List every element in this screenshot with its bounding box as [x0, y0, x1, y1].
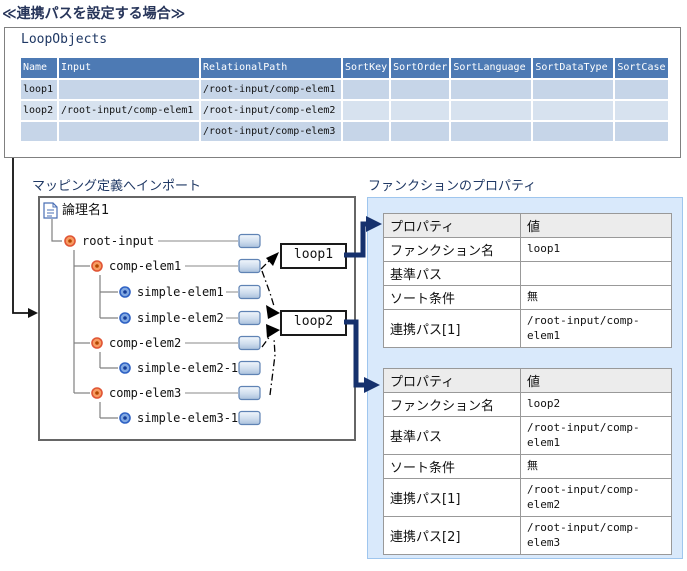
property-value-cell: /root-input/comp-elem2 [520, 478, 672, 517]
table-cell [391, 80, 450, 99]
table-cell [615, 101, 668, 120]
property-key-cell: ファンクション名 [383, 237, 521, 262]
table-row: loop1 /root-input/comp-elem1 [21, 80, 668, 99]
loopobjects-header-row: Name Input RelationalPath SortKey SortOr… [21, 58, 668, 78]
table-cell [533, 122, 614, 141]
property-key-cell: 連携パス[1] [383, 309, 521, 348]
column-header-input: Input [59, 58, 199, 78]
value-header-cell: 値 [520, 368, 672, 393]
table-cell: loop2 [21, 101, 57, 120]
table-cell [59, 122, 199, 141]
column-header-relationalpath: RelationalPath [201, 58, 341, 78]
table-cell [615, 80, 668, 99]
function-properties-label: ファンクションのプロパティ [368, 179, 537, 194]
property-header-cell: プロパティ [383, 213, 521, 238]
property-row: 連携パス[2] /root-input/comp-elem3 [383, 516, 672, 555]
table-row: loop2 /root-input/comp-elem1 /root-input… [21, 101, 668, 120]
property-key-cell: 連携パス[2] [383, 516, 521, 555]
loopobjects-table: Name Input RelationalPath SortKey SortOr… [19, 56, 670, 143]
table-cell [343, 80, 390, 99]
loopobjects-label: LoopObjects [21, 32, 108, 47]
table-cell [615, 122, 668, 141]
property-key-cell: ソート条件 [383, 454, 521, 479]
property-table-loop2: プロパティ 値 ファンクション名 loop2 基準パス /root-input/… [383, 368, 672, 555]
loop1-box: loop1 [280, 243, 347, 269]
column-header-sortkey: SortKey [343, 58, 390, 78]
property-value-cell: loop2 [520, 392, 672, 417]
property-value-cell: loop1 [520, 237, 672, 262]
table-cell [391, 122, 450, 141]
table-cell: /root-input/comp-elem2 [201, 101, 341, 120]
table-cell: /root-input/comp-elem3 [201, 122, 341, 141]
property-key-cell: ファンクション名 [383, 392, 521, 417]
property-key-cell: 基準パス [383, 416, 521, 455]
column-header-sortorder: SortOrder [391, 58, 450, 78]
property-value-cell: /root-input/comp-elem1 [520, 309, 672, 348]
table-cell: /root-input/comp-elem1 [59, 101, 199, 120]
table-cell: /root-input/comp-elem1 [201, 80, 341, 99]
property-row: 連携パス[1] /root-input/comp-elem2 [383, 478, 672, 517]
properties-panel: プロパティ 値 ファンクション名 loop1 基準パス ソート条件 無 連携パス… [367, 197, 683, 559]
property-row: 連携パス[1] /root-input/comp-elem1 [383, 309, 672, 348]
column-header-sortdatatype: SortDataType [533, 58, 614, 78]
property-value-cell: 無 [520, 454, 672, 479]
property-row: ソート条件 無 [383, 454, 672, 479]
property-value-cell: /root-input/comp-elem1 [520, 416, 672, 455]
property-key-cell: ソート条件 [383, 285, 521, 310]
table-cell [21, 122, 57, 141]
table-cell [533, 101, 614, 120]
table-row: /root-input/comp-elem3 [21, 122, 668, 141]
loop2-box: loop2 [280, 310, 347, 336]
property-row: 基準パス [383, 261, 672, 286]
property-row: 基準パス /root-input/comp-elem1 [383, 416, 672, 455]
value-header-cell: 値 [520, 213, 672, 238]
loopobjects-box: LoopObjects Name Input RelationalPath So… [4, 27, 681, 158]
property-row: ファンクション名 loop1 [383, 237, 672, 262]
column-header-name: Name [21, 58, 57, 78]
column-header-sortlanguage: SortLanguage [451, 58, 532, 78]
property-header-row: プロパティ 値 [383, 213, 672, 238]
property-row: ソート条件 無 [383, 285, 672, 310]
table-cell [59, 80, 199, 99]
property-value-cell: 無 [520, 285, 672, 310]
table-cell [451, 101, 532, 120]
diagram-title: ≪連携パスを設定する場合≫ [2, 6, 186, 22]
property-table-loop1: プロパティ 値 ファンクション名 loop1 基準パス ソート条件 無 連携パス… [383, 213, 672, 348]
table-cell [343, 122, 390, 141]
property-header-row: プロパティ 値 [383, 368, 672, 393]
property-value-cell [520, 261, 672, 286]
property-key-cell: 連携パス[1] [383, 478, 521, 517]
column-header-sortcase: SortCase [615, 58, 668, 78]
table-cell [451, 80, 532, 99]
table-cell [533, 80, 614, 99]
table-cell: loop1 [21, 80, 57, 99]
table-cell [343, 101, 390, 120]
table-cell [451, 122, 532, 141]
property-header-cell: プロパティ [383, 368, 521, 393]
mapping-import-label: マッピング定義へインポート [32, 179, 202, 194]
property-key-cell: 基準パス [383, 261, 521, 286]
table-cell [391, 101, 450, 120]
property-value-cell: /root-input/comp-elem3 [520, 516, 672, 555]
property-row: ファンクション名 loop2 [383, 392, 672, 417]
